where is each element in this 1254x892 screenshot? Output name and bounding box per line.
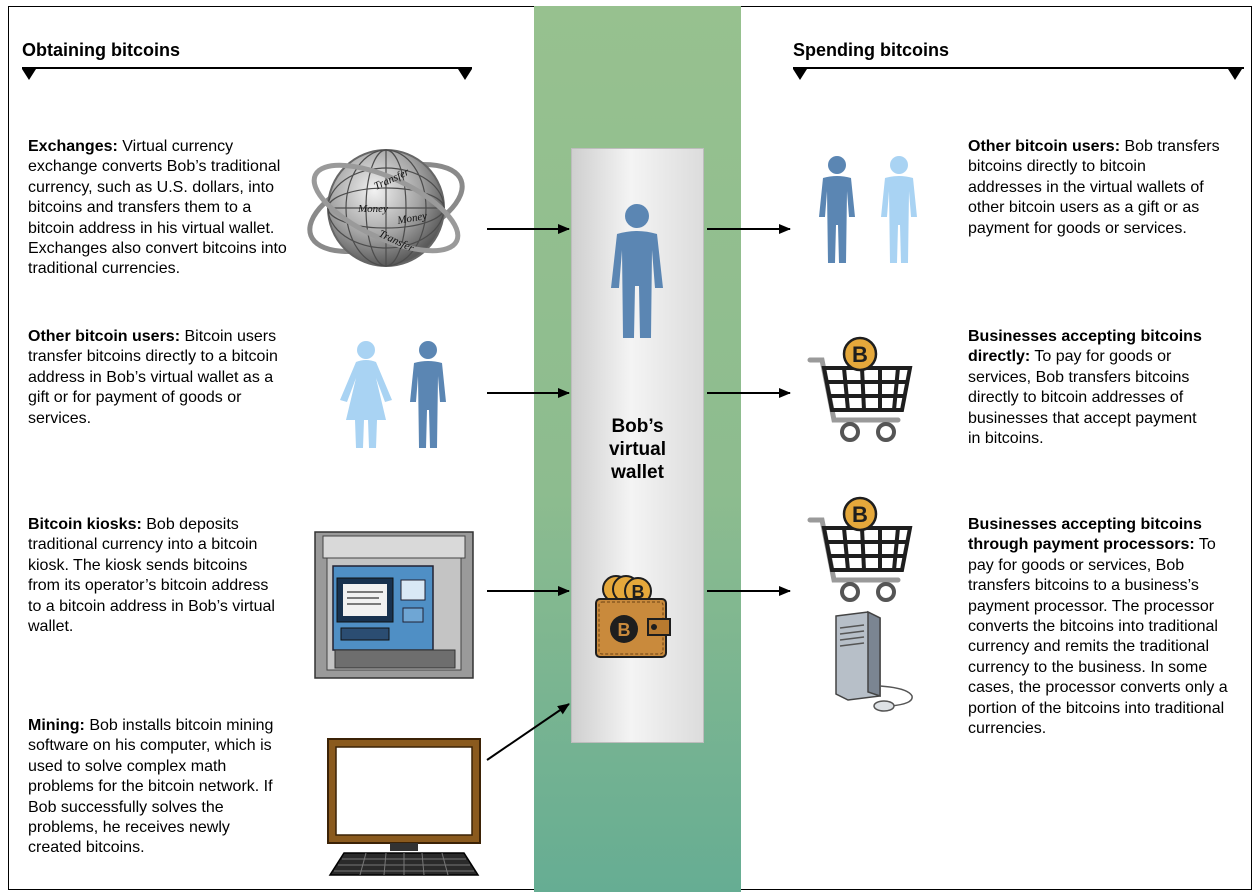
- bitcoin-coin-icon: B: [842, 496, 878, 532]
- coin-symbol: B: [618, 620, 631, 640]
- coin-symbol: B: [852, 342, 868, 367]
- processor-business-description: Businesses accepting bitcoins through pa…: [968, 515, 1238, 739]
- globe-word-3: Money: [395, 210, 428, 227]
- exchanges-text: Virtual currency exchange converts Bob’s…: [28, 138, 287, 278]
- globe-word-2: Money: [357, 203, 388, 215]
- wallet-label-line-2: virtual: [608, 439, 667, 460]
- other-users-in-text: Bitcoin users transfer bitcoins directly…: [28, 328, 278, 427]
- man-light-icon: [881, 156, 917, 263]
- other-users-in-heading: Other bitcoin users:: [28, 328, 181, 345]
- shopping-cart-icon: B: [807, 336, 913, 442]
- bitcoin-coin-icon: B: [842, 336, 878, 372]
- spending-rule: [793, 67, 1244, 80]
- obtaining-rule: [22, 67, 472, 80]
- bitcoin-wallet-icon: B B: [595, 575, 671, 658]
- bitcoin-coin-icon: B: [610, 615, 638, 643]
- direct-business-heading: Businesses accepting bitcoins directly:: [968, 328, 1202, 366]
- exchanges-heading: Exchanges:: [28, 138, 118, 155]
- wallet-label-line-1: Bob’s: [611, 416, 664, 437]
- bob-person-icon: [611, 204, 663, 338]
- man-dark-icon: [819, 156, 855, 263]
- processor-business-heading: Businesses accepting bitcoins through pa…: [968, 516, 1202, 554]
- coin-symbol: B: [632, 582, 645, 602]
- globe-icon: Transfer Money Money Transfer: [307, 149, 465, 267]
- bitcoin-kiosk-icon: [314, 531, 474, 679]
- coin-symbol: B: [852, 502, 868, 527]
- kiosks-description: Bitcoin kiosks: Bob deposits traditional…: [28, 515, 280, 637]
- mining-text: Bob installs bitcoin mining software on …: [28, 717, 274, 857]
- server-icon: [835, 610, 913, 712]
- direct-business-text: To pay for goods or services, Bob transf…: [968, 348, 1197, 448]
- other-users-out-text: Bob transfers bitcoins directly to bitco…: [968, 138, 1220, 237]
- arrow-mining: [486, 703, 570, 761]
- other-users-out-heading: Other bitcoin users:: [968, 138, 1121, 155]
- kiosks-text: Bob deposits traditional currency into a…: [28, 516, 275, 636]
- other-users-out-description: Other bitcoin users: Bob transfers bitco…: [968, 137, 1220, 239]
- computer-icon: [327, 738, 481, 876]
- mining-heading: Mining:: [28, 717, 85, 734]
- mining-description: Mining: Bob installs bitcoin mining soft…: [28, 716, 280, 859]
- spending-title: Spending bitcoins: [793, 40, 949, 60]
- direct-business-description: Businesses accepting bitcoins directly: …: [968, 327, 1213, 449]
- other-users-in-description: Other bitcoin users: Bitcoin users trans…: [28, 327, 280, 429]
- wallet-label-line-3: wallet: [611, 462, 664, 483]
- exchanges-description: Exchanges: Virtual currency exchange con…: [28, 137, 296, 280]
- wallet-label: Bob’s virtual wallet: [571, 415, 704, 484]
- bitcoin-users-out-icon: [819, 156, 917, 263]
- obtaining-title: Obtaining bitcoins: [22, 40, 180, 60]
- shopping-cart-processor-icon: B: [807, 496, 913, 602]
- processor-business-text: To pay for goods or services, Bob transf…: [968, 536, 1228, 738]
- man-icon: [410, 341, 446, 448]
- kiosks-heading: Bitcoin kiosks:: [28, 516, 142, 533]
- bitcoin-users-in-icon: [340, 341, 446, 448]
- woman-icon: [340, 341, 392, 448]
